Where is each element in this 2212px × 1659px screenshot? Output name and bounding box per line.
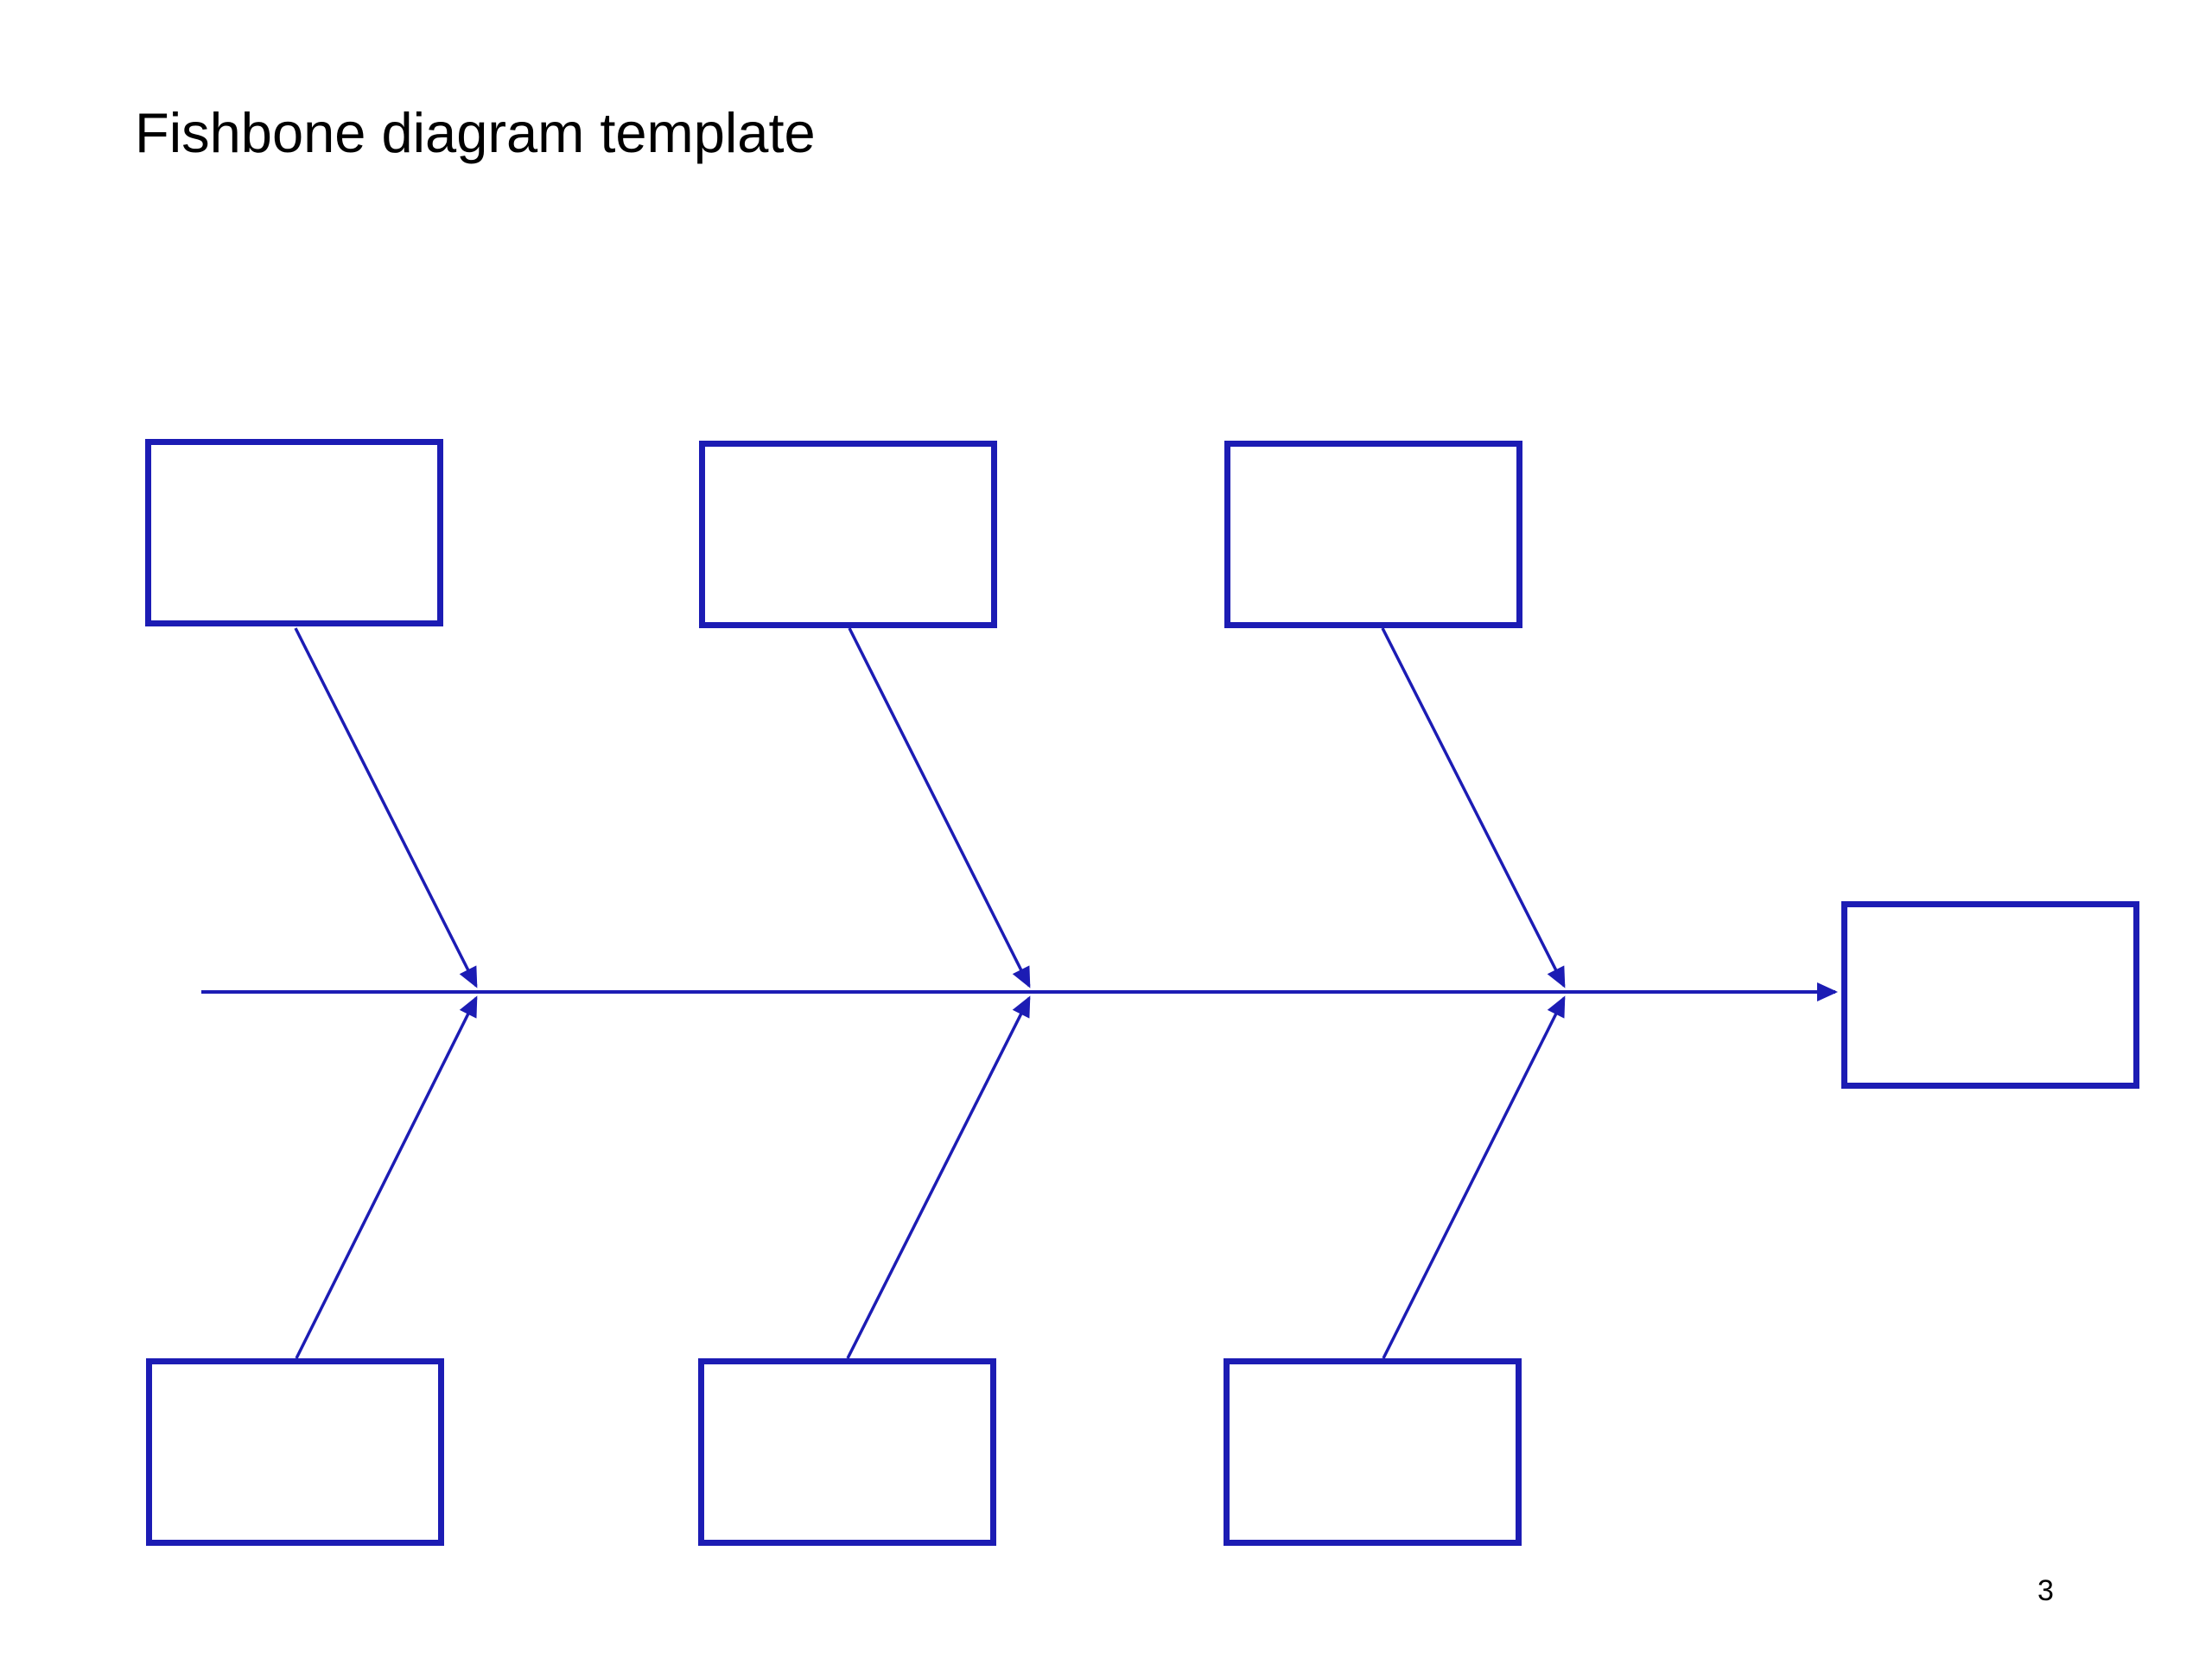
bone-bottom-2 (846, 995, 1031, 1359)
bone-top-1 (294, 627, 478, 988)
bone-top-2 (848, 627, 1031, 988)
bone-bottom-3 (1382, 995, 1566, 1359)
page-number: 3 (2037, 1574, 2054, 1607)
cause-box-top-3 (1224, 441, 1522, 628)
cause-box-bottom-1 (146, 1358, 444, 1546)
bone-top-3 (1381, 627, 1566, 988)
cause-box-top-1 (145, 439, 443, 626)
cause-box-bottom-2 (698, 1358, 996, 1546)
cause-box-top-2 (699, 441, 997, 628)
bone-bottom-1 (295, 995, 478, 1359)
effect-box (1841, 901, 2139, 1089)
page-title: Fishbone diagram template (135, 101, 816, 164)
cause-box-bottom-3 (1224, 1358, 1522, 1546)
